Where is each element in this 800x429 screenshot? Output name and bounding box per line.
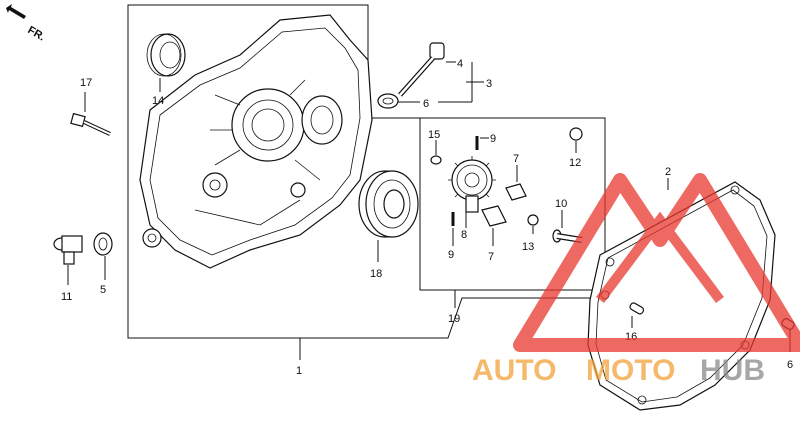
governor-weight-7-lower [481,205,507,227]
label-15: 15 [428,129,440,141]
dowel-pin-16 [629,302,645,315]
label-8: 8 [461,229,467,241]
front-arrow-icon [6,4,26,19]
label-6b: 6 [787,359,793,371]
washer-15 [430,155,442,165]
label-17: 17 [80,77,92,89]
watermark-inner-mark-icon [596,211,724,303]
bearing-18 [358,170,419,238]
label-19: 19 [448,313,460,325]
label-10: 10 [555,198,567,210]
label-3: 3 [486,78,492,90]
o-ring-6 [377,93,399,109]
bolt-17 [70,112,111,136]
label-14: 14 [152,95,164,107]
label-6a: 6 [423,98,429,110]
watermark-auto: AUTO [472,354,556,387]
watermark-triangle-icon [513,173,800,352]
crankcase-cover [139,14,373,269]
watermark-moto: MOTO [586,354,675,387]
label-9a: 9 [490,133,496,145]
label-9b: 9 [448,249,454,261]
dipstick-4 [398,42,445,97]
label-18: 18 [370,268,382,280]
label-4: 4 [457,58,463,70]
washer-5 [93,232,113,256]
assembly-19-frame [419,117,606,291]
drain-plug-11 [53,235,83,265]
governor-gear-8 [448,156,496,213]
watermark-hub: HUB [700,354,765,387]
governor-weight-7-upper [505,183,527,201]
washer-13 [527,214,539,226]
watermark-logo: AUTO MOTO HUB [472,173,800,387]
label-12: 12 [569,157,581,169]
oil-seal-14 [146,33,186,77]
label-7a: 7 [513,153,519,165]
direction-label: FR. [26,24,47,43]
label-11: 11 [61,291,72,303]
label-2: 2 [665,166,671,178]
label-7b: 7 [488,251,494,263]
label-1: 1 [296,365,302,377]
label-13: 13 [522,241,534,253]
washer-12 [569,127,583,141]
label-5: 5 [100,284,106,296]
